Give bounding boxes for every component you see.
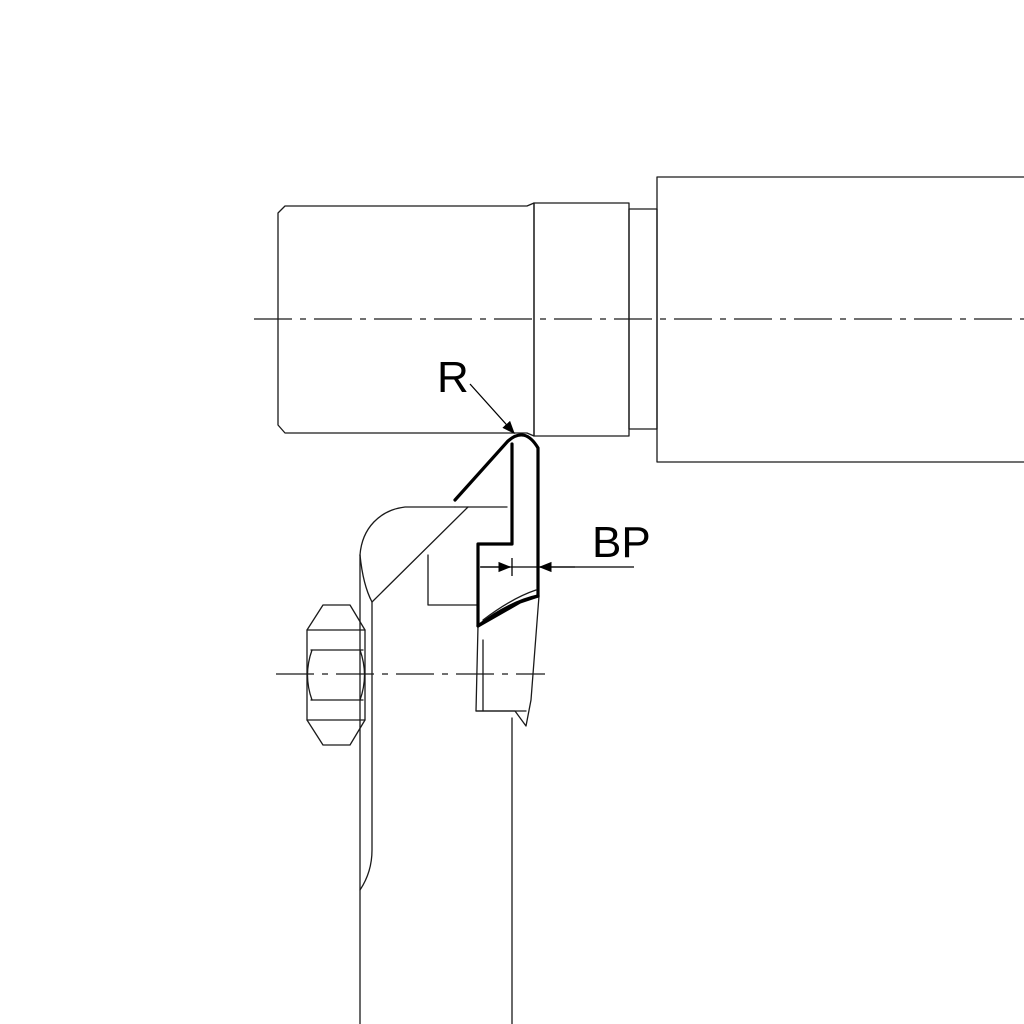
hex-nut (306, 604, 366, 746)
clamp-seat (427, 554, 479, 606)
tool-holder (359, 506, 513, 1024)
insert-chamfer-edge (476, 594, 540, 628)
bp-label: BP (592, 518, 651, 567)
radius-leader (469, 383, 515, 434)
clamp-wedge (475, 595, 540, 727)
holder-head-outline (359, 506, 456, 556)
nut-outline (306, 604, 366, 746)
workpiece-body (656, 176, 1024, 463)
insert-chamfer-hatch (482, 589, 537, 621)
seat-diagonal (371, 506, 469, 603)
holder-inner-fillet (359, 554, 373, 891)
insert-outline (453, 433, 540, 628)
workpiece-end-section (277, 202, 535, 437)
wedge-outline (475, 595, 540, 727)
workpiece (277, 176, 1024, 463)
nut-left-bevel (306, 649, 313, 701)
nut-right-bevel (359, 649, 366, 701)
radius-label: R (437, 353, 469, 402)
cutting-insert (453, 433, 540, 628)
